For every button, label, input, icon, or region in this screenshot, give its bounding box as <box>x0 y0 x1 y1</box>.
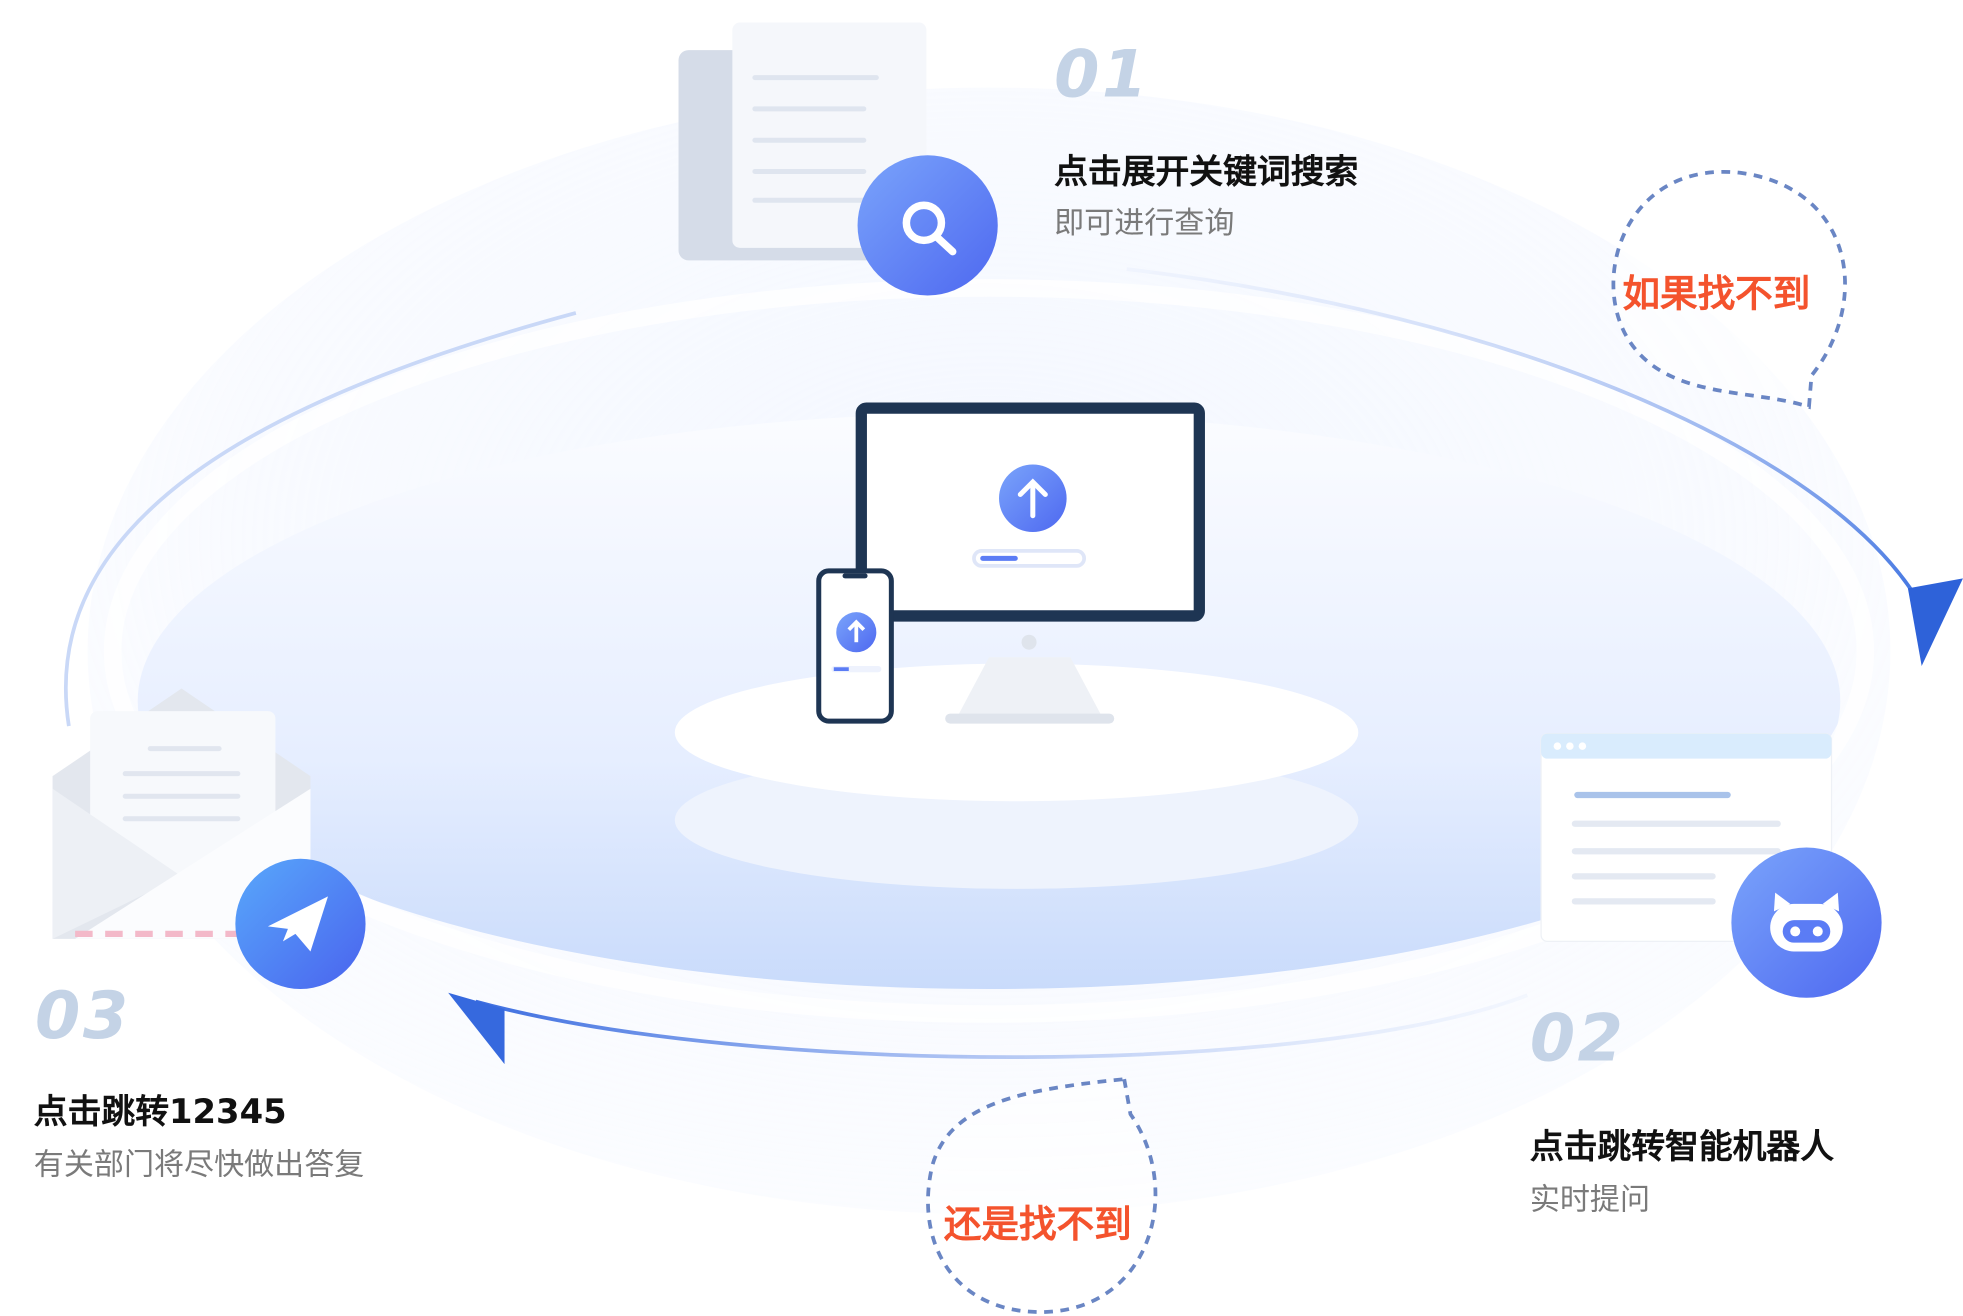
paper-plane-icon <box>267 896 328 952</box>
step-03-number: 03 <box>35 978 131 1055</box>
robot-icon <box>1770 892 1843 952</box>
step-01-title[interactable]: 点击展开关键词搜索 <box>1054 152 1359 192</box>
envelope-illustration <box>52 688 366 990</box>
right-arc <box>1126 267 1928 615</box>
right-arrow-icon <box>1907 578 1963 667</box>
step-03-title[interactable]: 点击跳转12345 <box>33 1092 287 1132</box>
monitor-illustration <box>855 402 1205 724</box>
left-arc <box>63 311 577 727</box>
phone-illustration <box>816 568 894 724</box>
bubble-still-not-found: 还是找不到 <box>943 1203 1132 1247</box>
bubble-top-outline <box>1611 169 1847 410</box>
search-icon <box>902 201 957 256</box>
bubble-bottom-outline <box>926 1077 1158 1314</box>
step-01-subtitle: 即可进行查询 <box>1054 205 1235 241</box>
browser-illustration <box>1540 732 1882 998</box>
upload-arrow-icon <box>1017 478 1048 519</box>
platform-rim <box>103 279 1875 1023</box>
document-illustration <box>678 22 998 296</box>
step-02-subtitle: 实时提问 <box>1529 1181 1651 1217</box>
upload-arrow-icon <box>847 619 866 643</box>
step-02-number: 02 <box>1529 1001 1626 1077</box>
bottom-arc <box>475 993 1528 1059</box>
step-01-number: 01 <box>1054 37 1150 113</box>
bubble-not-found: 如果找不到 <box>1622 272 1811 317</box>
step-03-subtitle: 有关部门将尽快做出答复 <box>33 1146 365 1182</box>
step-02-title[interactable]: 点击跳转智能机器人 <box>1529 1127 1835 1167</box>
